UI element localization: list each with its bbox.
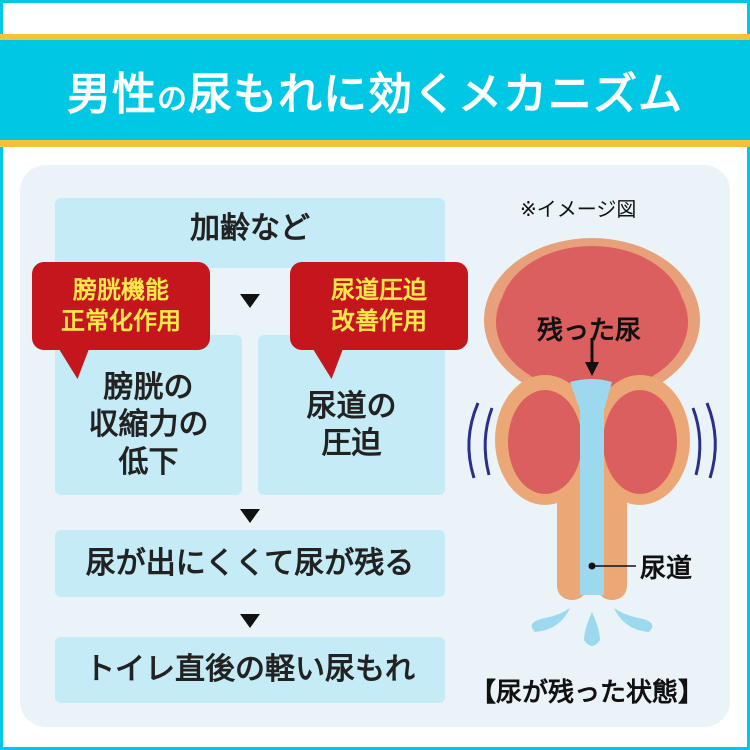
top-accent-line — [0, 34, 750, 40]
step-post-toilet-leak: トイレ直後の軽い尿もれ — [55, 637, 445, 703]
urethra-pointer — [588, 562, 636, 570]
bottom-accent-line — [0, 140, 750, 147]
bladder-shape — [484, 238, 700, 402]
step-urethra-compression: 尿道の 圧迫 — [258, 335, 445, 495]
image-note: ※イメージ図 — [520, 197, 637, 221]
step-aging: 加齢など — [55, 198, 445, 268]
prostate-lobes — [495, 375, 690, 600]
step-bladder-weakness: 膀胱の 収縮力の 低下 — [55, 335, 242, 495]
down-arrow-icon — [240, 509, 260, 523]
title-particle: の — [157, 82, 188, 117]
urethra-label: 尿道 — [640, 554, 693, 584]
page-title: 男性の尿もれに効くメカニズム — [67, 58, 683, 122]
title-text-2: 尿もれに効くメカニズム — [188, 69, 683, 120]
title-banner: 男性の尿もれに効くメカニズム — [0, 40, 750, 140]
callout-bladder-function: 膀胱機能 正常化作用 — [32, 262, 210, 350]
title-text-1: 男性 — [67, 69, 157, 120]
residual-arrow-icon — [585, 338, 599, 376]
residual-urine-label: 残った尿 — [537, 316, 642, 346]
vibration-lines-icon — [467, 402, 717, 479]
down-arrow-icon — [240, 294, 260, 308]
urethra — [570, 379, 612, 595]
callout-urethra-improvement: 尿道圧迫 改善作用 — [290, 262, 468, 350]
down-arrow-icon — [240, 614, 260, 628]
illustration-caption: 【尿が残った状態】 — [470, 678, 705, 708]
step-residual-urine: 尿が出にくくて尿が残る — [55, 530, 445, 597]
urine-droplets — [531, 608, 653, 646]
